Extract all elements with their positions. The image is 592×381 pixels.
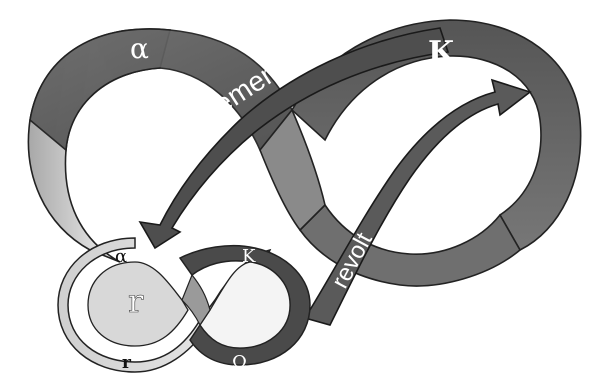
small-omega-label: Ω [232,352,247,373]
large-omega-label: Ω [425,285,450,320]
small-adaptive-cycle [58,238,310,372]
large-alpha-label: α [130,32,149,65]
large-k-label: K [428,35,455,70]
small-right-inner [200,262,290,348]
small-alpha-label: α [115,246,127,267]
small-r-center-label: r [128,282,144,320]
small-r-bottom-label: r [122,353,132,373]
small-k-label: K [242,246,256,267]
